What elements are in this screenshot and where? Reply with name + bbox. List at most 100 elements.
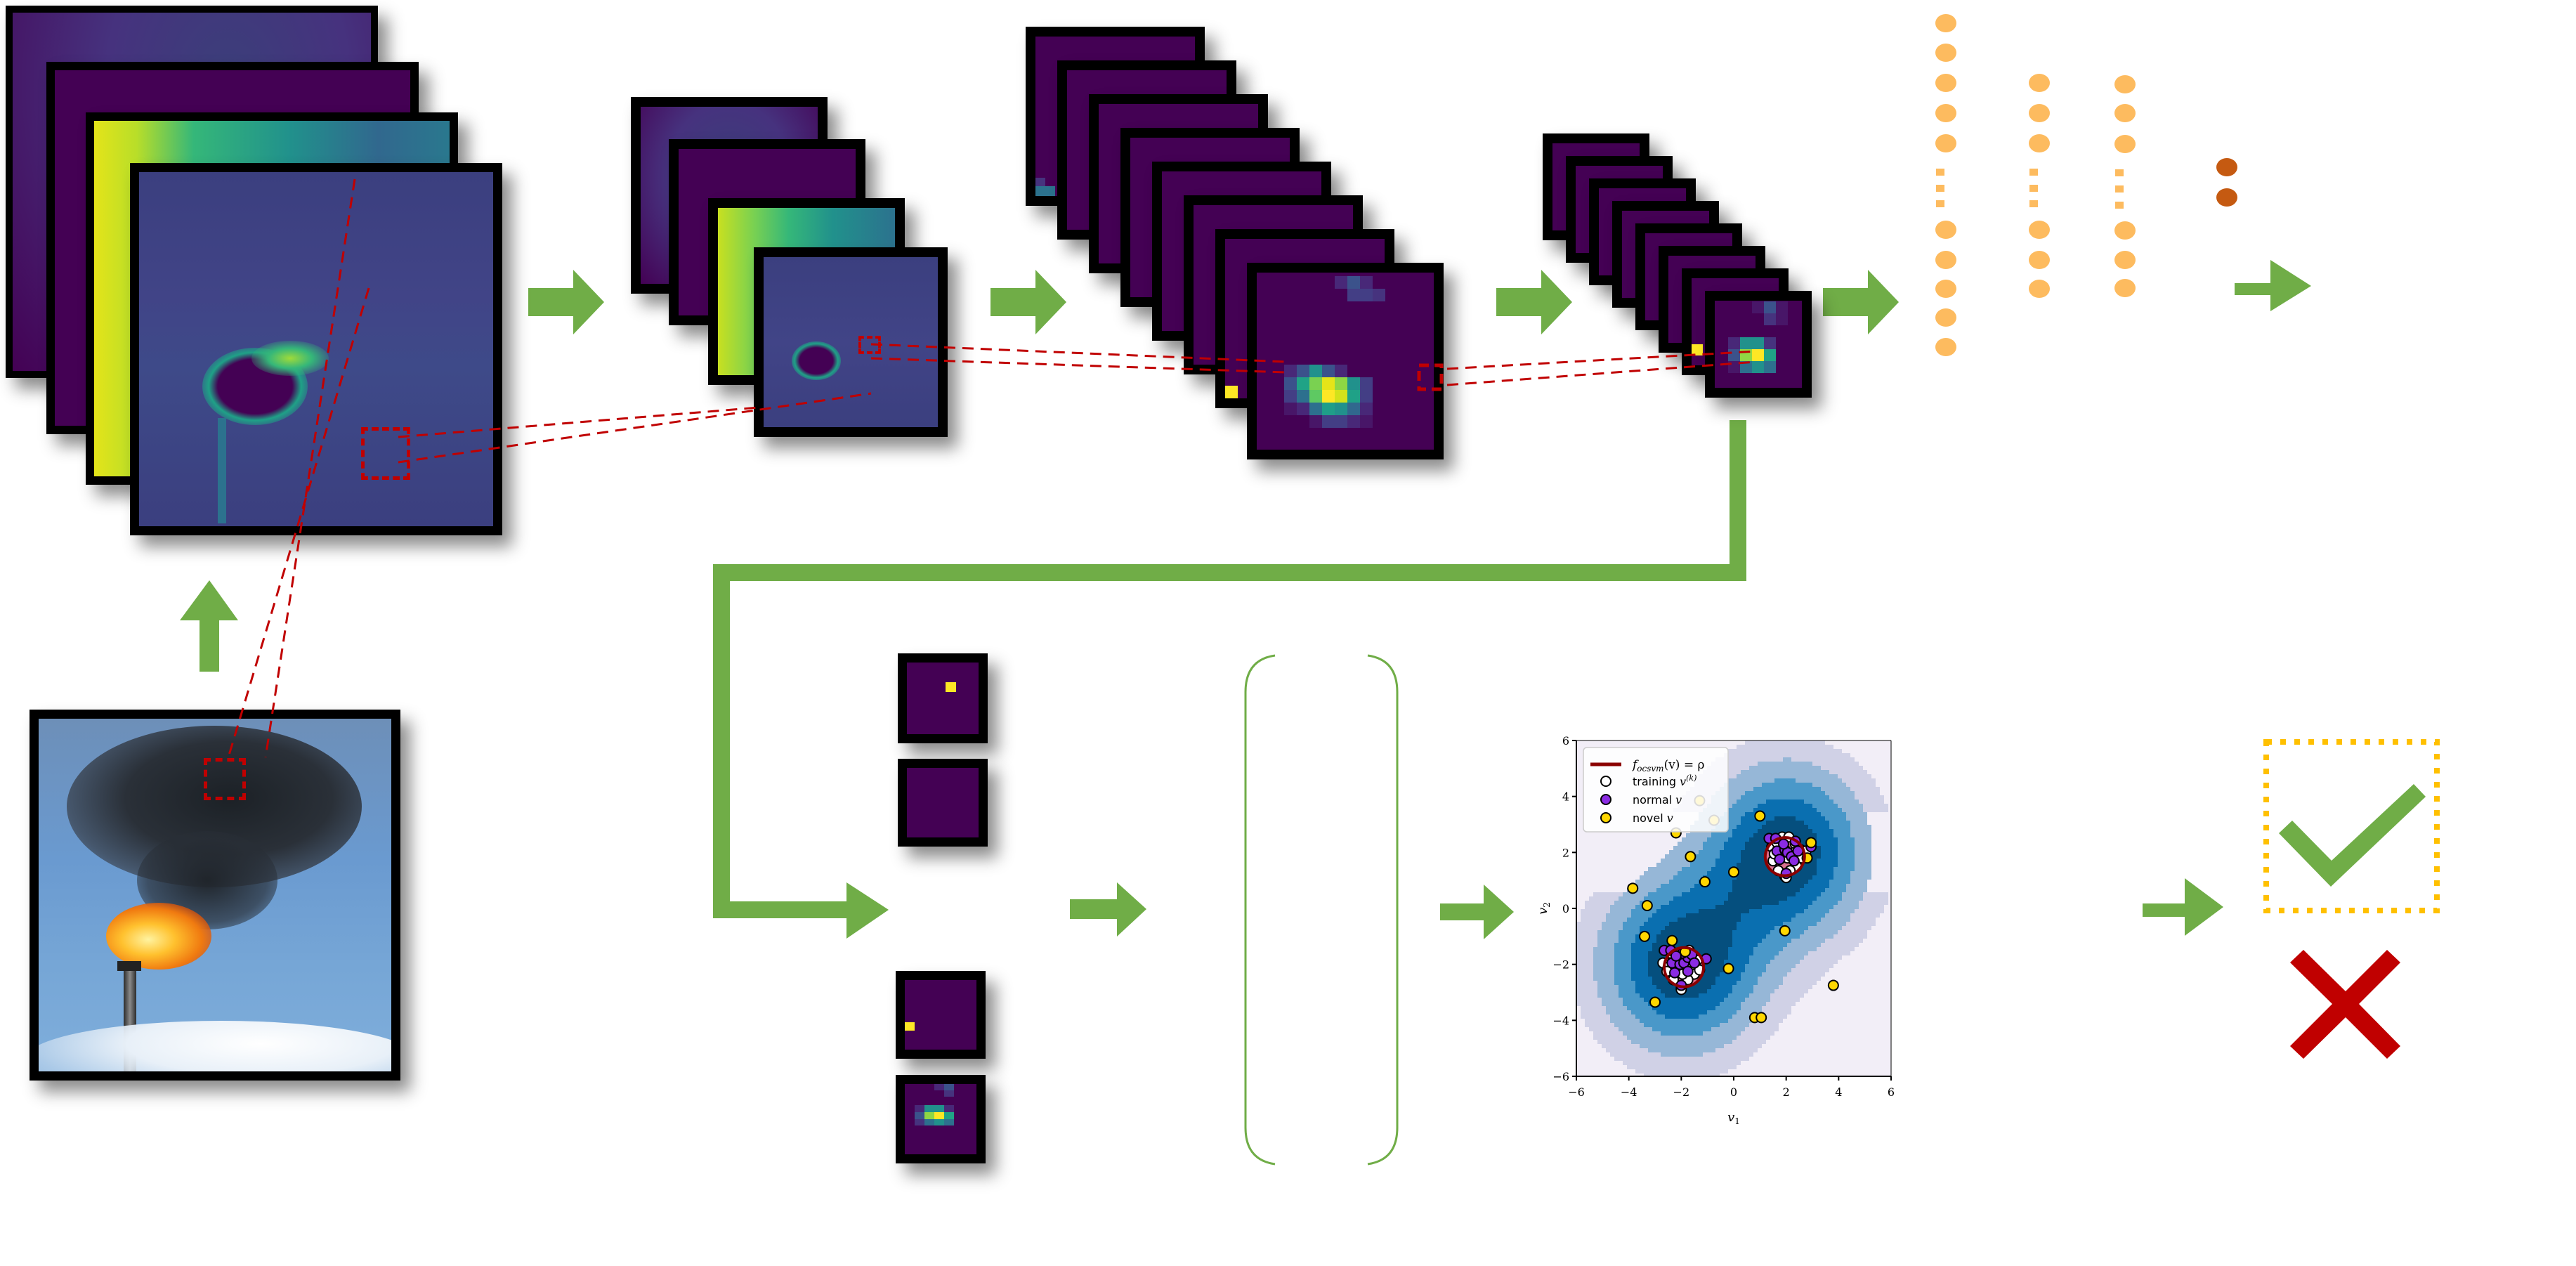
novel-point (1641, 900, 1653, 912)
ellipsis-dot (1936, 200, 1944, 207)
conv1-feature-map-4 (130, 163, 502, 535)
novel-point (1699, 876, 1711, 888)
ellipsis-dot (2029, 200, 2038, 207)
normal-point (1669, 967, 1680, 979)
arrow-right-icon (990, 270, 1066, 334)
neuron (1935, 251, 1956, 269)
arrow-right-icon (2143, 878, 2223, 936)
x-tick-label: 6 (1888, 1085, 1895, 1099)
novel-point (1779, 925, 1791, 937)
arrow-right-icon (1823, 270, 1899, 334)
check-icon (2279, 784, 2426, 887)
neuron (1935, 308, 1956, 327)
neuron (2029, 74, 2050, 92)
neuron (2029, 280, 2050, 298)
output-neuron (2216, 158, 2237, 176)
y-tick-label: −4 (1552, 1014, 1569, 1027)
x-tick-label: −4 (1621, 1085, 1637, 1099)
ellipsis-dot (2029, 169, 2038, 176)
novel-point (1685, 851, 1696, 863)
legend-marker-swatch (1600, 776, 1611, 787)
normal-point (1788, 855, 1800, 867)
decision-icons (2263, 739, 2440, 1059)
y-axis-label: v2 (1536, 902, 1552, 915)
ellipsis-dot (2115, 169, 2124, 176)
arrow-right-icon (846, 882, 889, 939)
legend-marker-swatch (1600, 794, 1611, 805)
decision-boundary-1 (1663, 946, 1706, 988)
normal-point (1774, 854, 1786, 866)
neuron (2114, 75, 2136, 93)
novel-point (1722, 962, 1734, 974)
arrow-right-icon (2235, 260, 2311, 311)
elbow-connector (713, 420, 1746, 918)
novel-point (1728, 866, 1739, 878)
roi-box (204, 758, 246, 800)
x-tick-label: 2 (1783, 1085, 1790, 1099)
y-tick-label: 4 (1562, 790, 1569, 804)
roi-box (1417, 363, 1444, 391)
conv4-feature-map-8 (1705, 291, 1812, 398)
decision-boundary-2 (1763, 836, 1806, 877)
flame (106, 903, 211, 970)
arrow-right-icon (528, 270, 604, 334)
extracted-map-3 (896, 971, 986, 1059)
novel-point (1639, 930, 1651, 942)
neuron (2114, 104, 2136, 122)
novel-point (1827, 979, 1839, 991)
feature-vector-bracket (1244, 654, 1399, 1166)
y-tick-label: −6 (1552, 1070, 1569, 1083)
neuron (1935, 134, 1956, 152)
arrow-up-icon (180, 580, 238, 672)
legend-label-novel: novel v (1633, 811, 1673, 825)
novel-point (1805, 837, 1817, 849)
x-axis-label: v1 (1727, 1110, 1740, 1126)
neuron (2114, 135, 2136, 153)
neuron (2114, 221, 2136, 240)
neuron (1935, 44, 1956, 62)
arrow-right-icon (1496, 270, 1572, 334)
output-neuron (2216, 188, 2237, 207)
normal-point (1689, 957, 1700, 969)
right-bracket (1367, 654, 1399, 1166)
clouds (39, 1021, 391, 1071)
x-tick-label: 0 (1730, 1085, 1737, 1099)
neuron (1935, 104, 1956, 122)
legend (1583, 747, 1729, 833)
neuron (2114, 251, 2136, 269)
normal-point (1682, 965, 1694, 977)
neuron (2029, 221, 2050, 239)
y-tick-label: 0 (1562, 902, 1569, 915)
x-tick-label: 4 (1835, 1085, 1842, 1099)
arrow-right-icon (1440, 885, 1514, 939)
cross-icon (2290, 950, 2400, 1059)
neuron (1935, 14, 1956, 32)
neuron (1935, 338, 1956, 356)
novel-point (1666, 934, 1678, 946)
normal-point (1670, 950, 1682, 962)
novel-point (1754, 810, 1766, 822)
neuron (1935, 280, 1956, 298)
ellipsis-dot (2115, 185, 2124, 192)
novel-point (1756, 1012, 1767, 1024)
legend-label-normal: normal v (1633, 793, 1682, 807)
x-tick-label: −6 (1568, 1085, 1585, 1099)
neuron (2029, 251, 2050, 269)
y-tick-label: 6 (1562, 734, 1569, 748)
left-bracket (1244, 654, 1276, 1166)
x-tick-label: −2 (1673, 1085, 1690, 1099)
legend-label-training: training v(k) (1633, 774, 1696, 788)
ellipsis-dot (2029, 185, 2038, 192)
y-tick-label: −2 (1552, 958, 1569, 972)
novel-point (1627, 882, 1639, 894)
neuron (1935, 74, 1956, 92)
novel-point (1649, 996, 1661, 1008)
neuron (2029, 134, 2050, 152)
extracted-map-4 (896, 1075, 986, 1163)
normal-point (1777, 838, 1789, 850)
extracted-map-1 (898, 653, 988, 743)
selected-decision-box (2263, 739, 2440, 913)
